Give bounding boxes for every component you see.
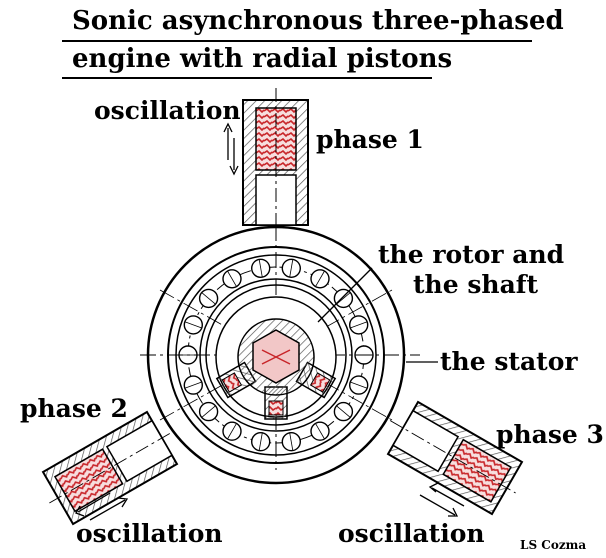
- bearing-ball-axis: [289, 432, 294, 451]
- bearing-ball-axis: [315, 423, 325, 440]
- rotor-leader-line: [317, 267, 373, 323]
- title-line-2: engine with radial pistons: [72, 44, 453, 74]
- rotor-label-line-2: the shaft: [413, 270, 539, 299]
- credit-label: LS Cozma: [520, 538, 587, 552]
- piston-phase-2: [41, 410, 179, 526]
- bearing-ball-axis: [227, 270, 237, 287]
- bearing-ball-axis: [336, 405, 351, 418]
- bearing-ball-axis: [201, 292, 216, 305]
- phase-3-label: phase 3: [496, 420, 604, 449]
- bearing-ball-axis: [336, 292, 351, 305]
- bearing-ball-axis: [227, 423, 237, 440]
- rotor-label-line-1: the rotor and: [378, 240, 565, 269]
- title-underline-1: [62, 40, 532, 42]
- bearing-ball-axis: [350, 381, 368, 389]
- bearing-ball-axis: [350, 321, 368, 329]
- bearing-ball-axis: [184, 381, 202, 389]
- oscillation-label-left: oscillation: [76, 519, 223, 548]
- piston-phase-3: [386, 400, 524, 516]
- stator-label: the stator: [440, 347, 578, 376]
- piston-phase-1: [223, 88, 309, 235]
- rotor-and-shaft: [215, 296, 337, 420]
- oscillation-label-right: oscillation: [338, 519, 485, 548]
- bearing-ball-axis: [289, 259, 294, 278]
- bearing-ball-axis: [201, 405, 216, 418]
- bearing-ball-axis: [315, 270, 325, 287]
- title-line-1: Sonic asynchronous three-phased: [72, 6, 564, 36]
- oscillation-label-top: oscillation: [94, 96, 241, 125]
- phase-1-label: phase 1: [316, 125, 424, 154]
- phase-2-label: phase 2: [20, 394, 128, 423]
- bearing-ball-axis: [258, 432, 263, 451]
- bearing-ball-axis: [258, 259, 263, 278]
- title-underline-2: [62, 77, 432, 79]
- bearing-ball-axis: [184, 321, 202, 329]
